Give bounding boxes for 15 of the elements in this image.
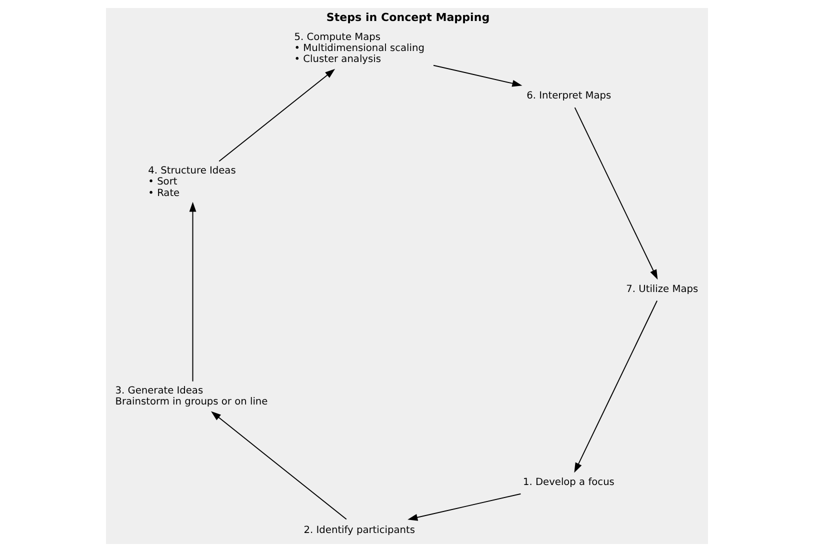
diagram-title: Steps in Concept Mapping — [326, 11, 490, 24]
node-text: 6. Interpret Maps — [526, 90, 612, 102]
arrow — [211, 411, 347, 520]
arrow — [433, 64, 522, 87]
arrow — [189, 202, 196, 382]
node-text: 7. Utilize Maps — [626, 284, 698, 295]
arrow — [574, 107, 658, 280]
node-text: 2. Identify participants — [304, 524, 416, 536]
arrow — [408, 493, 522, 521]
node-text: 5. Compute Maps • Multidimensional scaling • Cluster analysis — [294, 32, 424, 66]
node-text: 3. Generate Ideas Brainstorm in groups or on line — [115, 386, 268, 408]
node-text: 4. Structure Ideas • Sort • Rate — [148, 166, 236, 199]
arrow — [574, 300, 658, 473]
arrow — [218, 68, 336, 162]
node-text: 1. Develop a focus — [522, 477, 614, 488]
